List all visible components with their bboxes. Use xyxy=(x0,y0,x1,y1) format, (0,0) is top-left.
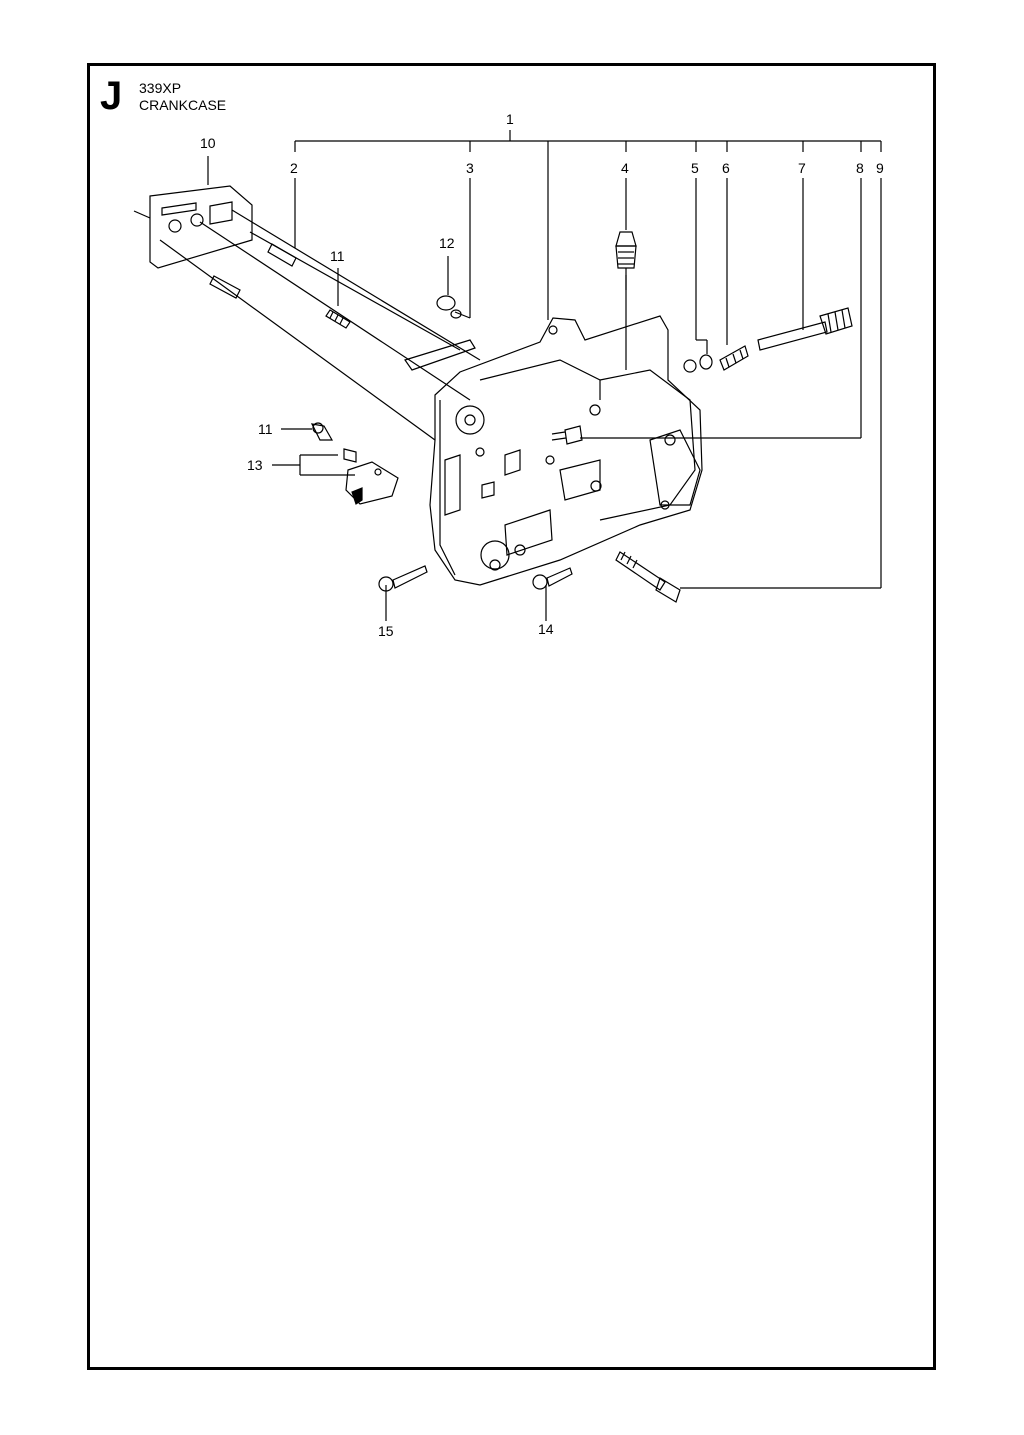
callout-14: 14 xyxy=(538,621,554,637)
callout-9: 9 xyxy=(876,160,884,176)
callout-7: 7 xyxy=(798,160,806,176)
callout-1: 1 xyxy=(506,111,514,127)
adjuster-4 xyxy=(615,231,637,290)
callout-2: 2 xyxy=(290,160,298,176)
screw-14 xyxy=(532,567,573,590)
washers-5 xyxy=(683,354,713,373)
plug-12 xyxy=(436,295,462,319)
callout-4: 4 xyxy=(621,160,629,176)
callout-5: 5 xyxy=(691,160,699,176)
tensioner-screw-9 xyxy=(615,551,681,603)
callout-10: 10 xyxy=(200,135,216,151)
model-name: 339XP xyxy=(139,80,182,96)
pin-8 xyxy=(551,425,583,445)
guide-plate xyxy=(133,185,481,441)
screw-11-upper xyxy=(325,309,351,329)
callout-12: 12 xyxy=(439,235,455,251)
callout-11-lower: 11 xyxy=(258,421,273,437)
dowel-pins xyxy=(209,243,297,299)
crankcase-body xyxy=(429,315,703,586)
section-letter: J xyxy=(100,74,123,118)
page-frame xyxy=(87,63,936,1370)
cover-13 xyxy=(345,461,399,505)
callout-15: 15 xyxy=(378,623,394,639)
screw-11-lower xyxy=(310,422,357,463)
lever-3 xyxy=(404,339,476,371)
spring-6 xyxy=(719,345,749,371)
callout-bracket-1 xyxy=(294,130,882,320)
callout-11-upper: 11 xyxy=(330,248,345,264)
leader-lines xyxy=(207,156,882,621)
section-title: CRANKCASE xyxy=(139,97,227,113)
callout-13: 13 xyxy=(247,457,263,473)
callout-6: 6 xyxy=(722,160,730,176)
tensioner-bolt-7 xyxy=(757,307,853,351)
callout-8: 8 xyxy=(856,160,864,176)
screw-15 xyxy=(378,565,428,592)
callout-3: 3 xyxy=(466,160,474,176)
